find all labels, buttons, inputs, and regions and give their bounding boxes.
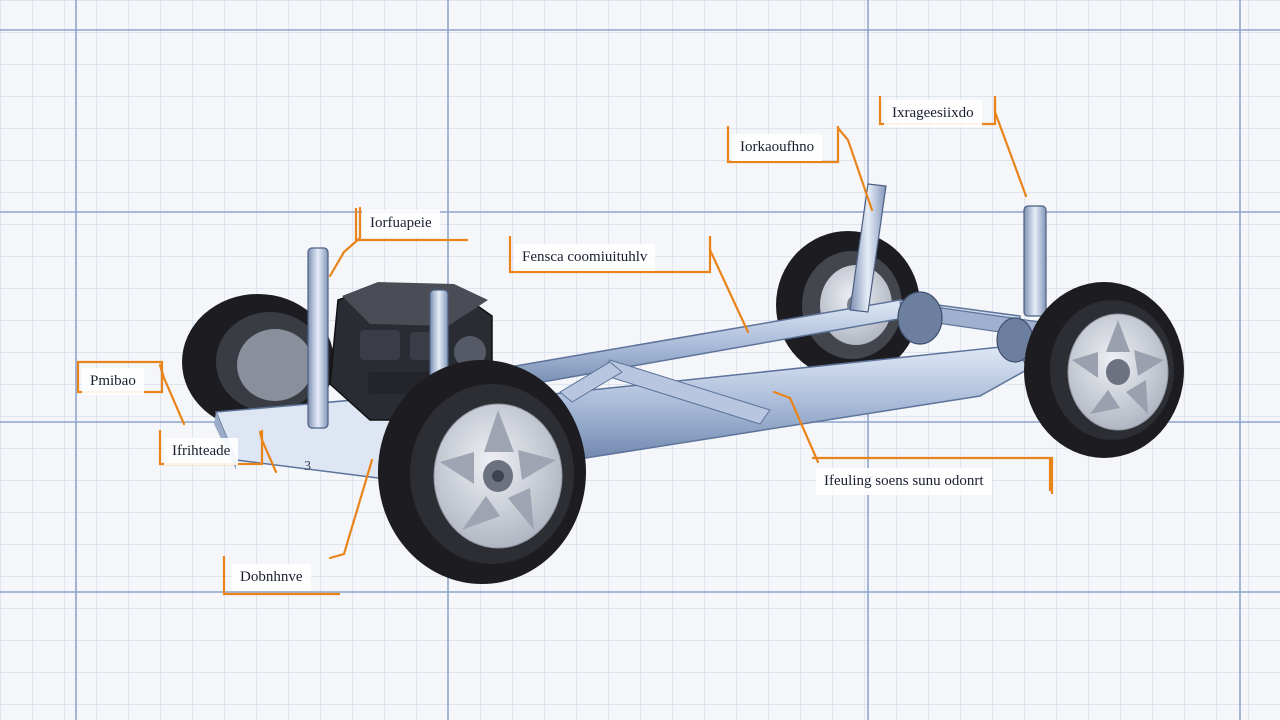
label-brackets (76, 96, 1054, 596)
label-left-middle: Pmibao (82, 368, 144, 395)
label-upper-right: Iorkaoufhno (732, 134, 823, 161)
label-left-lower: Ifrihteade (164, 438, 239, 465)
frame-stamp: 3 (304, 459, 311, 474)
front-near-wheel (378, 360, 586, 584)
label-center-top: Fensca coomiuituhlv (514, 244, 656, 271)
label-top-right: Ixrageesiixdo (884, 100, 982, 127)
label-bottom-left: Dobnhnve (232, 564, 311, 591)
rear-near-wheel (1024, 282, 1184, 458)
front-far-wheel (182, 294, 334, 430)
label-right-lower: Ifeuling soens sunu odonrt (816, 468, 992, 495)
label-left-top: Iorfuapeie (362, 210, 440, 237)
